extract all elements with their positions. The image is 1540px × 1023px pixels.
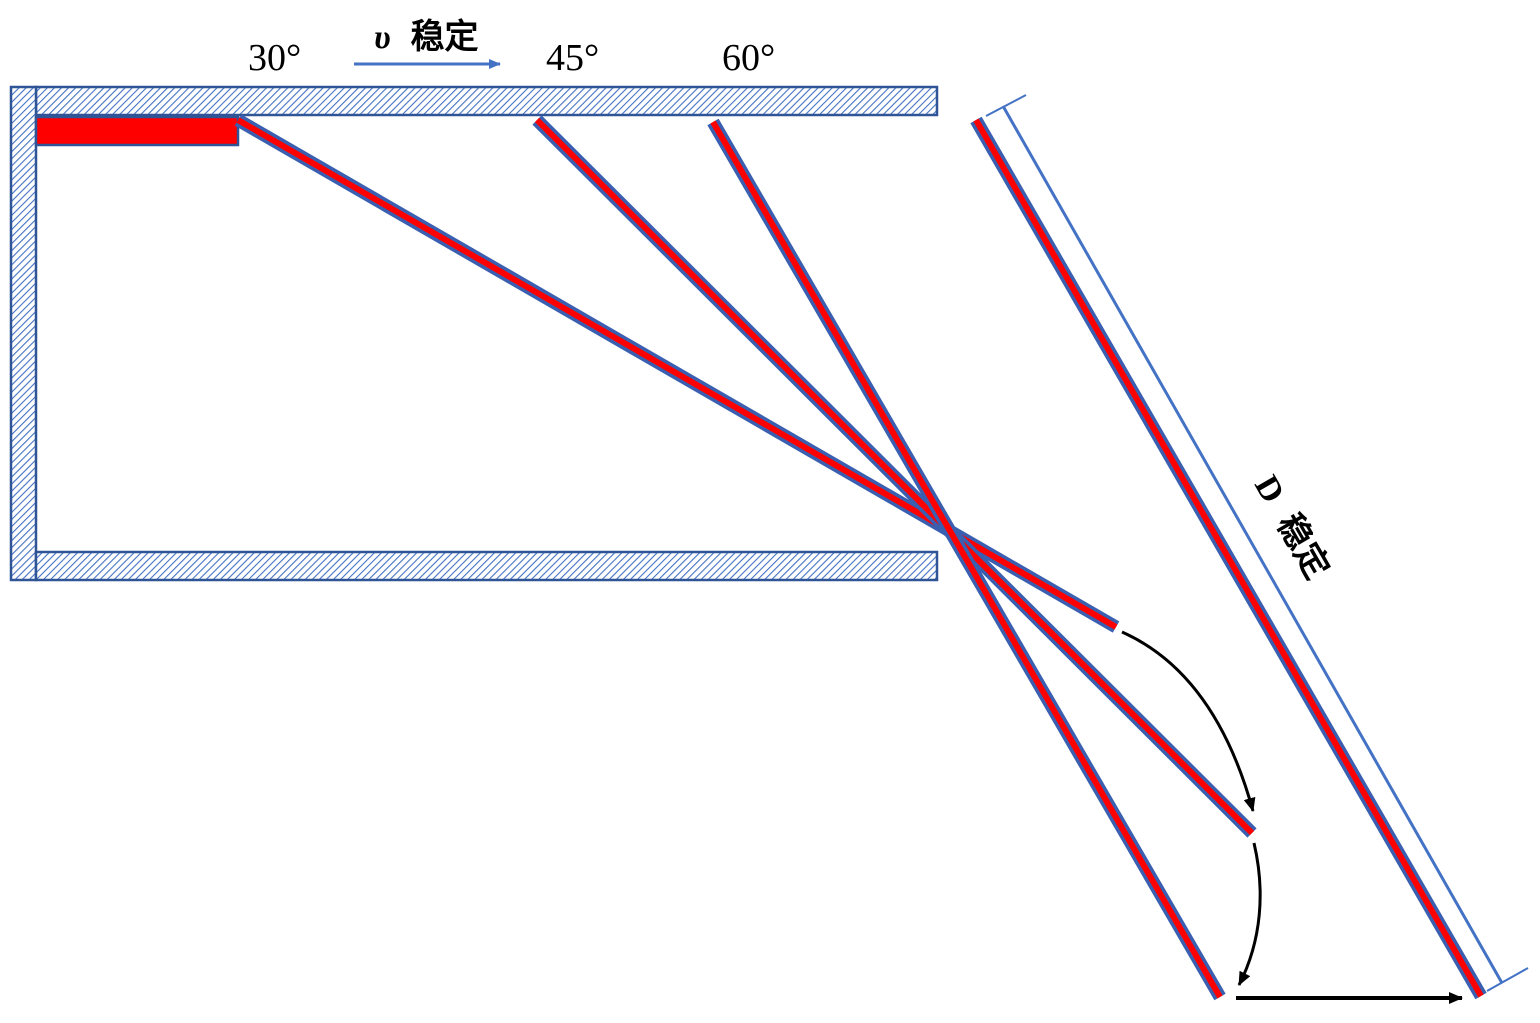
angle-label-45: 45° — [546, 37, 599, 79]
distance-dimension — [985, 94, 1529, 992]
beam-60 — [707, 118, 1226, 1001]
channel — [9, 85, 939, 582]
dimension-tick-top — [985, 94, 1027, 117]
left-wall — [9, 85, 38, 582]
velocity-label: υ 稳定 — [374, 17, 479, 57]
top-wall — [34, 85, 939, 117]
beam-translated — [970, 116, 1487, 1000]
dimension-tick-bottom — [1486, 967, 1529, 992]
horizontal-beam — [34, 115, 240, 147]
distance-label: D 稳定 — [1246, 469, 1337, 586]
dimension-line — [1001, 105, 1504, 984]
velocity-symbol: υ — [374, 19, 391, 56]
rotation-arrow-2 — [1237, 842, 1262, 986]
angle-label-30: 30° — [248, 37, 301, 79]
beam-45 — [532, 115, 1257, 838]
velocity-text: 稳定 — [411, 17, 479, 57]
rotation-arrow-1 — [1121, 630, 1256, 812]
bottom-wall — [34, 550, 939, 582]
distance-text: 稳定 — [1268, 507, 1337, 586]
angle-label-60: 60° — [722, 37, 775, 79]
distance-symbol: D — [1247, 470, 1291, 510]
